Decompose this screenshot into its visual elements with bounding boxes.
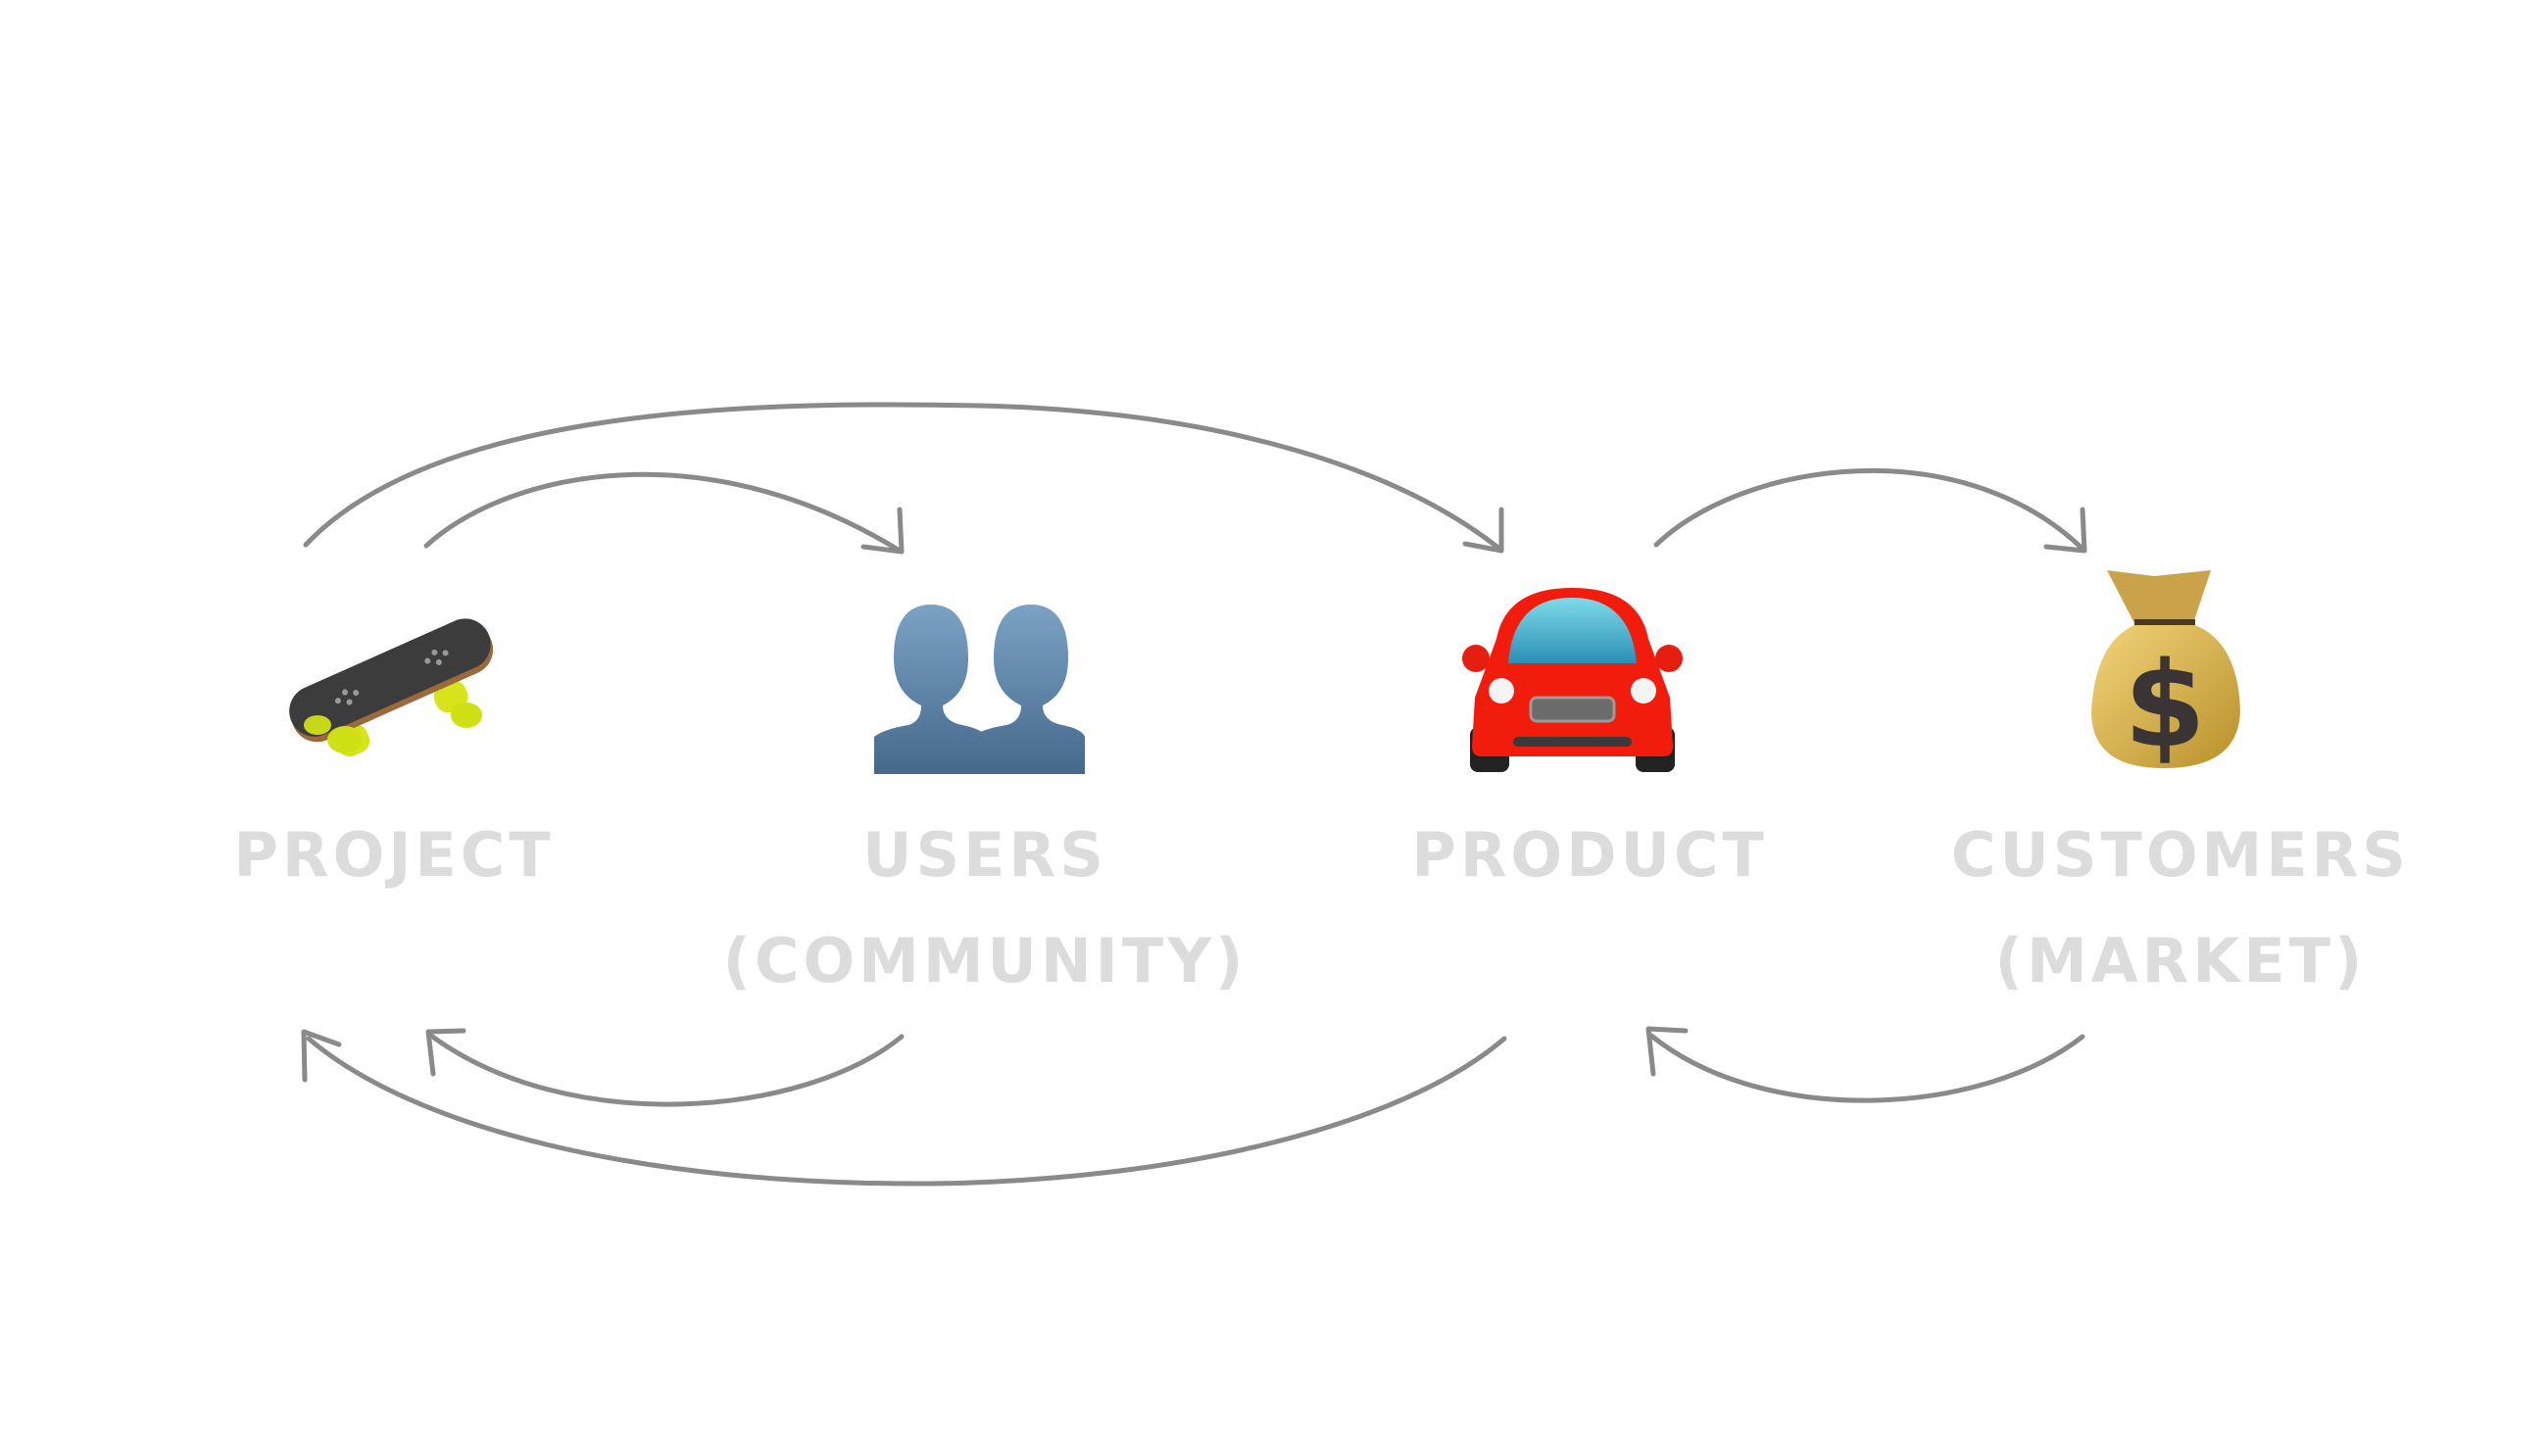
skateboard-icon: [289, 618, 494, 757]
node-label: USERS: [862, 819, 1107, 891]
node-label: PRODUCT: [1411, 819, 1768, 891]
arrowhead-icon: [860, 507, 905, 555]
money-bag-icon: $: [2091, 570, 2240, 770]
node-label: PROJECT: [233, 819, 555, 891]
arrowhead-icon: [425, 1028, 466, 1077]
node-label: CUSTOMERS: [1951, 819, 2410, 891]
arrowhead-icon: [301, 1029, 342, 1083]
svg-text:$: $: [2124, 638, 2206, 770]
node-sublabel: (COMMUNITY): [722, 925, 1248, 996]
node-sublabel: (MARKET): [1994, 925, 2367, 996]
arrowhead-icon: [1462, 507, 1504, 554]
edge-users-to-project: [425, 1028, 905, 1107]
automobile-icon: [1462, 588, 1683, 772]
busts-in-silhouette-icon: [874, 605, 1085, 774]
edge-project-to-product: [303, 402, 1504, 554]
arrowhead-icon: [1645, 1026, 1689, 1077]
edge-product-to-customers: [1653, 467, 2087, 554]
edge-product-to-project: [301, 1029, 1507, 1187]
arrowhead-icon: [2043, 507, 2087, 554]
edge-project-to-users: [423, 471, 905, 555]
edge-customers-to-product: [1645, 1026, 2085, 1103]
